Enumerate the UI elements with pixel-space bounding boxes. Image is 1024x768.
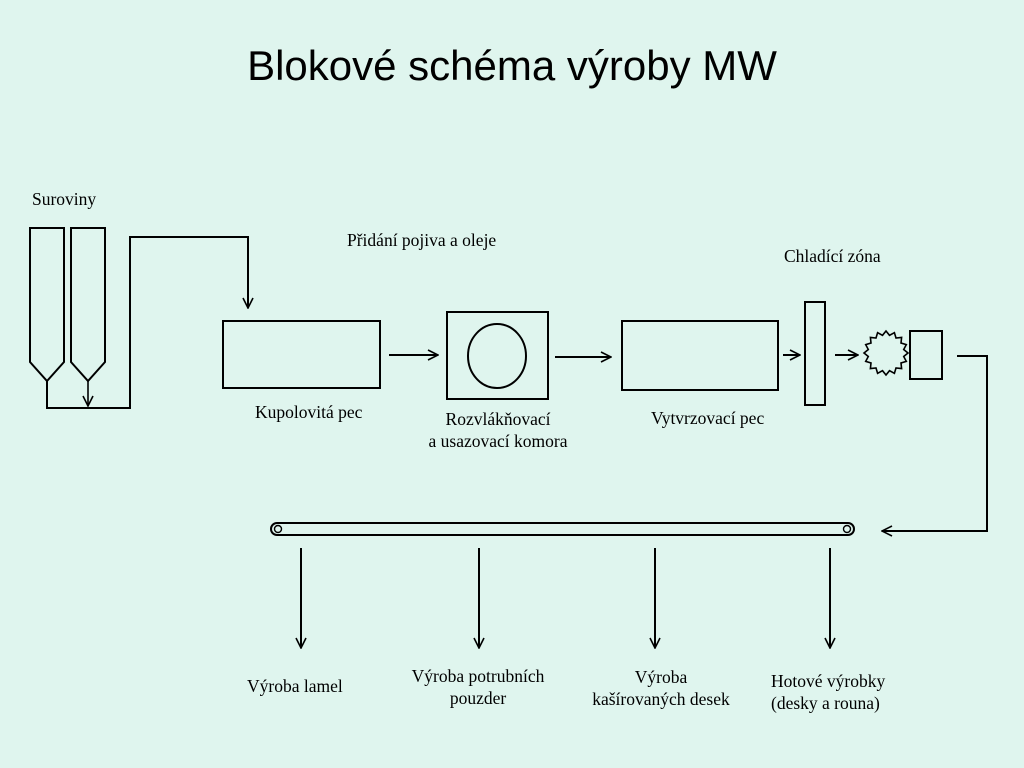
- label-line: Hotové výrobky: [771, 671, 886, 691]
- label-vyroba-pouzder: Výroba potrubních pouzder: [378, 665, 578, 709]
- label-line: (desky a rouna): [771, 693, 880, 713]
- label-suroviny: Suroviny: [32, 189, 97, 209]
- silo-right: [70, 227, 106, 383]
- label-chladici-zona: Chladící zóna: [784, 246, 881, 266]
- label-line: Výroba: [634, 667, 688, 687]
- label-vyroba-lamel: Výroba lamel: [247, 676, 343, 696]
- conveyor-belt: [270, 522, 855, 536]
- return-line: [882, 355, 988, 531]
- cupola-furnace-box: [222, 320, 381, 389]
- fiberizing-chamber-box: [446, 311, 549, 400]
- curing-oven-box: [621, 320, 779, 391]
- cooling-zone-box: [804, 301, 826, 406]
- label-line: Rozvlákňovací: [445, 409, 551, 429]
- label-line: Výroba potrubních: [411, 666, 545, 686]
- conveyor-roller-right: [842, 524, 852, 534]
- silo-left: [29, 227, 65, 383]
- label-hotove-vyrobky: Hotové výrobky (desky a rouna): [771, 670, 885, 714]
- label-line: pouzder: [449, 688, 507, 708]
- conveyor-roller-left: [273, 524, 283, 534]
- label-vyroba-desek: Výroba kašírovaných desek: [561, 666, 761, 710]
- label-line: a usazovací komora: [428, 431, 568, 451]
- label-line: kašírovaných desek: [592, 689, 730, 709]
- saw-box: [909, 330, 943, 380]
- label-vytvrzovaci-pec: Vytvrzovací pec: [651, 408, 765, 428]
- silo-collector-line: [46, 236, 248, 409]
- fiberizing-chamber-circle: [467, 323, 527, 389]
- label-kupolovita-pec: Kupolovitá pec: [255, 402, 363, 422]
- gear-icon: [862, 329, 910, 377]
- page-title: Blokové schéma výroby MW: [247, 42, 777, 89]
- label-pridani-pojiva: Přidání pojiva a oleje: [347, 230, 497, 250]
- label-rozvlaknovaci-komora: Rozvlákňovací a usazovací komora: [398, 408, 598, 452]
